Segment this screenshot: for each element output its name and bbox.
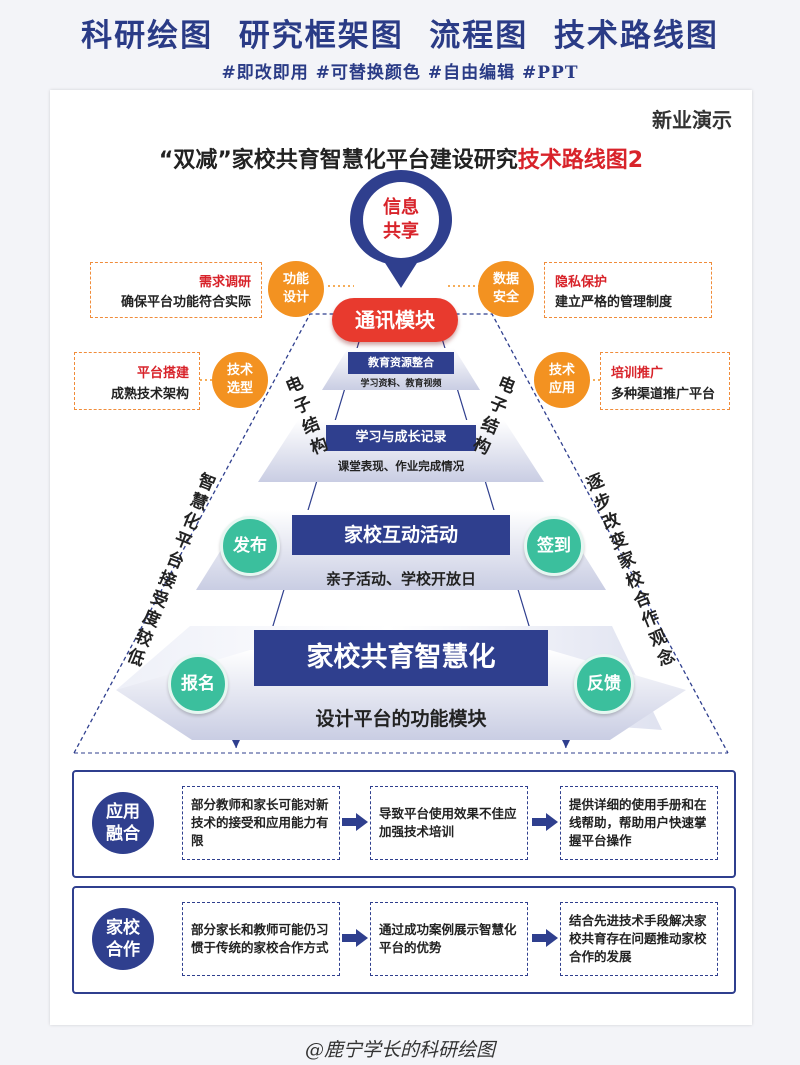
pin-label: 信息 共享 <box>383 197 419 242</box>
arrow-icon <box>342 929 368 947</box>
left-box-2: 平台搭建 成熟技术架构 <box>74 352 200 410</box>
badge-checkin: 签到 <box>524 516 584 576</box>
right-box-1: 隐私保护 建立严格的管理制度 <box>544 262 712 318</box>
level-1-title: 教育资源整合 <box>348 352 454 374</box>
section-2-box-2: 通过成功案例展示智慧化平台的优势 <box>370 902 528 976</box>
arrow-icon <box>532 813 558 831</box>
right-box-2: 培训推广 多种渠道推广平台 <box>600 352 730 410</box>
level-2-subtitle: 课堂表现、作业完成情况 <box>337 459 465 473</box>
level-3-title: 家校互动活动 <box>292 515 510 555</box>
level-3-subtitle: 亲子活动、学校开放日 <box>325 570 476 588</box>
right-box-1-text: 建立严格的管理制度 <box>555 295 673 310</box>
level-2-title: 学习与成长记录 <box>326 425 476 451</box>
section-2-box-1: 部分家长和教师可能仍习惯于传统的家校合作方式 <box>182 902 340 976</box>
left-box-2-title: 平台搭建 <box>136 366 189 381</box>
right-box-1-title: 隐私保护 <box>555 275 608 290</box>
left-circle-2: 技术 选型 <box>212 352 268 408</box>
badge-publish: 发布 <box>220 516 280 576</box>
right-box-2-text: 多种渠道推广平台 <box>611 387 716 402</box>
arrow-icon <box>532 929 558 947</box>
footer-credit: @鹿宁学长的科研绘图 <box>304 1039 495 1061</box>
right-circle-1: 数据 安全 <box>478 261 534 317</box>
brand-label: 新业演示 <box>652 108 732 132</box>
left-circle-1: 功能 设计 <box>268 261 324 317</box>
right-circle-2: 技术 应用 <box>534 352 590 408</box>
badge-feedback: 反馈 <box>574 654 634 714</box>
page-title: “双减”家校共育智慧化平台建设研究技术路线图2 <box>50 142 752 174</box>
arrow-icon <box>342 813 368 831</box>
section-2-box-3: 结合先进技术手段解决家校共育存在问题推动家校合作的发展 <box>560 902 718 976</box>
left-box-1-title: 需求调研 <box>198 275 251 290</box>
section-2-label: 家校 合作 <box>92 908 154 970</box>
section-1-label: 应用 融合 <box>92 792 154 854</box>
right-box-2-title: 培训推广 <box>611 366 664 381</box>
section-application: 应用 融合 部分教师和家长可能对新技术的接受和应用能力有限 导致平台使用效果不佳… <box>72 770 736 878</box>
diagram-card: 新业演示 “双减”家校共育智慧化平台建设研究技术路线图2 <box>50 90 752 1025</box>
banner-tags: #即改即用 #可替换颜色 #自由编辑 #PPT <box>221 63 579 83</box>
left-box-1-text: 确保平台功能符合实际 <box>120 295 251 310</box>
title-main: “双减”家校共育智慧化平台建设研究 <box>158 148 518 173</box>
badge-signup: 报名 <box>168 654 228 714</box>
banner-title: 科研绘图 研究框架图 流程图 技术路线图 <box>81 18 719 54</box>
left-box-1: 需求调研 确保平台功能符合实际 <box>90 262 262 318</box>
section-1-box-2: 导致平台使用效果不佳应加强技术培训 <box>370 786 528 860</box>
left-box-2-text: 成熟技术架构 <box>110 387 189 402</box>
top-module-pill: 通讯模块 <box>332 298 458 342</box>
section-1-box-1: 部分教师和家长可能对新技术的接受和应用能力有限 <box>182 786 340 860</box>
banner: 科研绘图 研究框架图 流程图 技术路线图 #即改即用 #可替换颜色 #自由编辑 … <box>0 0 800 92</box>
level-4-title: 家校共育智慧化 <box>254 630 548 686</box>
level-1-subtitle: 学习资料、教育视频 <box>360 379 442 389</box>
section-collaboration: 家校 合作 部分家长和教师可能仍习惯于传统的家校合作方式 通过成功案例展示智慧化… <box>72 886 736 994</box>
level-4-subtitle: 设计平台的功能模块 <box>315 708 487 730</box>
title-highlight: 技术路线图2 <box>517 148 644 173</box>
section-1-box-3: 提供详细的使用手册和在线帮助，帮助用户快速掌握平台操作 <box>560 786 718 860</box>
